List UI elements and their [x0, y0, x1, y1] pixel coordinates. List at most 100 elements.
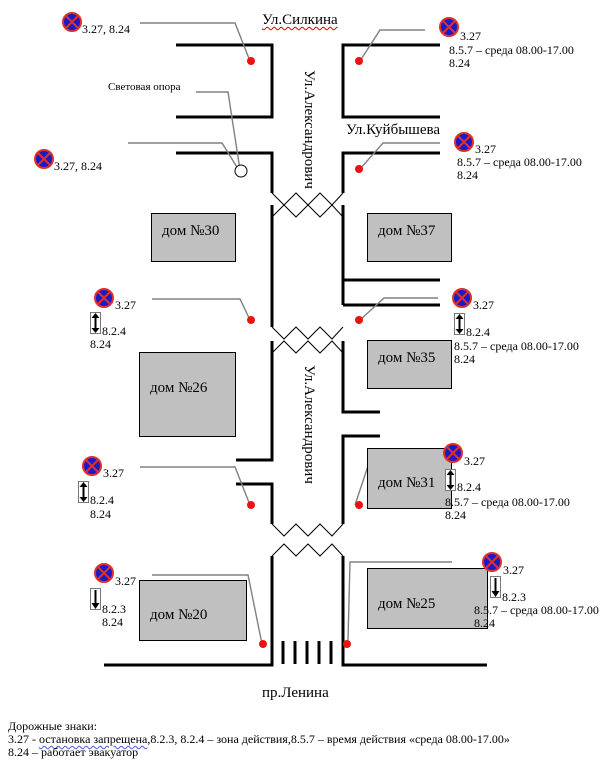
marker-dot [259, 640, 267, 648]
sign-codes: 8.24 [457, 168, 478, 182]
both-directions-arrow-icon [90, 312, 101, 334]
road-break-low [271, 543, 344, 557]
parking-markers [247, 57, 363, 648]
leader-line [196, 91, 241, 171]
sign-codes: 8.2.4 [466, 325, 490, 339]
no-stopping-sign-icon [94, 563, 114, 583]
road-edge [341, 205, 440, 282]
leader-line [152, 298, 251, 321]
sign-codes: 8.24 [445, 508, 466, 522]
sign-time: 8.5.7 – среда 08.00-17.00 [474, 603, 599, 617]
sign-codes: 3.27, 8.24 [54, 159, 102, 173]
road-edge [341, 556, 487, 667]
legend-title: Дорожные знаки: [8, 719, 98, 733]
sign-codes: 3.27 [464, 454, 485, 468]
house-35: дом №35 [367, 340, 452, 389]
sign-codes: 8.24 [90, 337, 111, 351]
road-edge [236, 341, 274, 462]
legend: Дорожные знаки: 3.27 - остановка запреще… [8, 720, 510, 759]
sign-codes: 8.24 [102, 615, 123, 629]
road-edge [341, 43, 440, 119]
marker-dot [343, 640, 351, 648]
sign-time: 8.5.7 – среда 08.00-17.00 [445, 495, 570, 509]
legend-text: 3.27 - [8, 732, 39, 746]
down-arrow-icon [490, 576, 501, 598]
leader-line [140, 466, 251, 506]
sign-time: 8.5.7 – среда 08.00-17.00 [454, 339, 579, 353]
road-breaks [271, 192, 344, 557]
no-stopping-sign-icon [94, 288, 114, 308]
road-edge [341, 151, 440, 193]
marker-dot [247, 501, 255, 509]
legend-line-2: 8.24 – работает эвакуатор [8, 745, 139, 759]
sign-codes: 3.27, 8.24 [82, 22, 130, 36]
sign-time: 8.5.7 – среда 08.00-17.00 [449, 43, 574, 57]
road-break-low [271, 523, 344, 537]
house-label: дом №31 [378, 475, 436, 491]
house-label: дом №26 [150, 380, 208, 396]
sign-codes: 3.27 [473, 298, 494, 312]
house-label: дом №20 [150, 607, 208, 623]
leader-line [152, 574, 263, 645]
no-stopping-sign-icon [454, 132, 474, 152]
road-edges [104, 43, 487, 667]
house-label: дом №37 [378, 223, 436, 239]
marker-dot [247, 316, 255, 324]
leader-line [347, 561, 452, 641]
sign-codes: 8.2.3 [502, 590, 526, 604]
street-label-aleksandrovich-mid: Ул.Александрович [301, 365, 317, 484]
both-directions-arrow-icon [454, 313, 465, 335]
house-20: дом №20 [139, 580, 247, 641]
sign-codes: 3.27 [460, 29, 481, 43]
marker-dot [355, 165, 363, 173]
road-break-mid [271, 326, 344, 340]
road-edge [236, 482, 274, 524]
marker-dot [355, 501, 363, 509]
road-edge [176, 151, 274, 193]
road-edge [341, 434, 380, 524]
no-stopping-sign-icon [452, 288, 472, 308]
sign-codes: 3.27 [115, 574, 136, 588]
road-break-mid [271, 340, 344, 354]
road-break-top [271, 204, 344, 218]
both-directions-arrow-icon [78, 481, 89, 503]
sign-time: 8.5.7 – среда 08.00-17.00 [457, 155, 582, 169]
street-label-kuybysheva: Ул.Куйбышева [346, 122, 441, 138]
sign-codes: 3.27 [115, 298, 136, 312]
sign-codes: 3.27 [475, 142, 496, 156]
light-pole-label: Световая опора [108, 81, 181, 93]
house-31: дом №31 [367, 448, 452, 509]
sign-codes: 8.24 [90, 507, 111, 521]
leader-line [359, 29, 425, 62]
crosswalk [281, 641, 333, 664]
sign-codes: 3.27 [103, 466, 124, 480]
marker-dot [247, 57, 255, 65]
legend-text: ,8.2.3, 8.2.4 – зона действия,8.5.7 – вр… [147, 732, 510, 746]
street-label-lenina: пр.Ленина [262, 685, 329, 701]
sign-codes: 8.2.4 [102, 324, 126, 338]
street-name: Ул.Силкина [262, 12, 338, 28]
leader-line [359, 297, 438, 321]
marker-dot [355, 316, 363, 324]
road-edge [341, 341, 380, 414]
sign-codes: 3.27 [503, 563, 524, 577]
leader-line [128, 142, 241, 173]
leader-line [359, 142, 440, 170]
legend-line-1: 3.27 - остановка запрещена,8.2.3, 8.2.4 … [8, 733, 510, 746]
house-26: дом №26 [139, 352, 236, 437]
house-label: дом №30 [162, 223, 220, 239]
sign-codes: 8.24 [474, 616, 495, 630]
no-stopping-sign-icon [482, 552, 502, 572]
sign-codes: 8.2.3 [102, 602, 126, 616]
road-break-top [271, 192, 344, 206]
street-label-silkina: Ул.Силкина [262, 13, 338, 28]
house-label: дом №35 [378, 350, 436, 366]
sign-codes: 8.2.4 [457, 480, 481, 494]
light-pole-icon [234, 164, 248, 178]
down-arrow-icon [90, 588, 101, 610]
road-edge [104, 556, 274, 667]
no-stopping-sign-icon [34, 149, 54, 169]
sign-codes: 8.2.4 [90, 493, 114, 507]
house-label: дом №25 [378, 596, 436, 612]
